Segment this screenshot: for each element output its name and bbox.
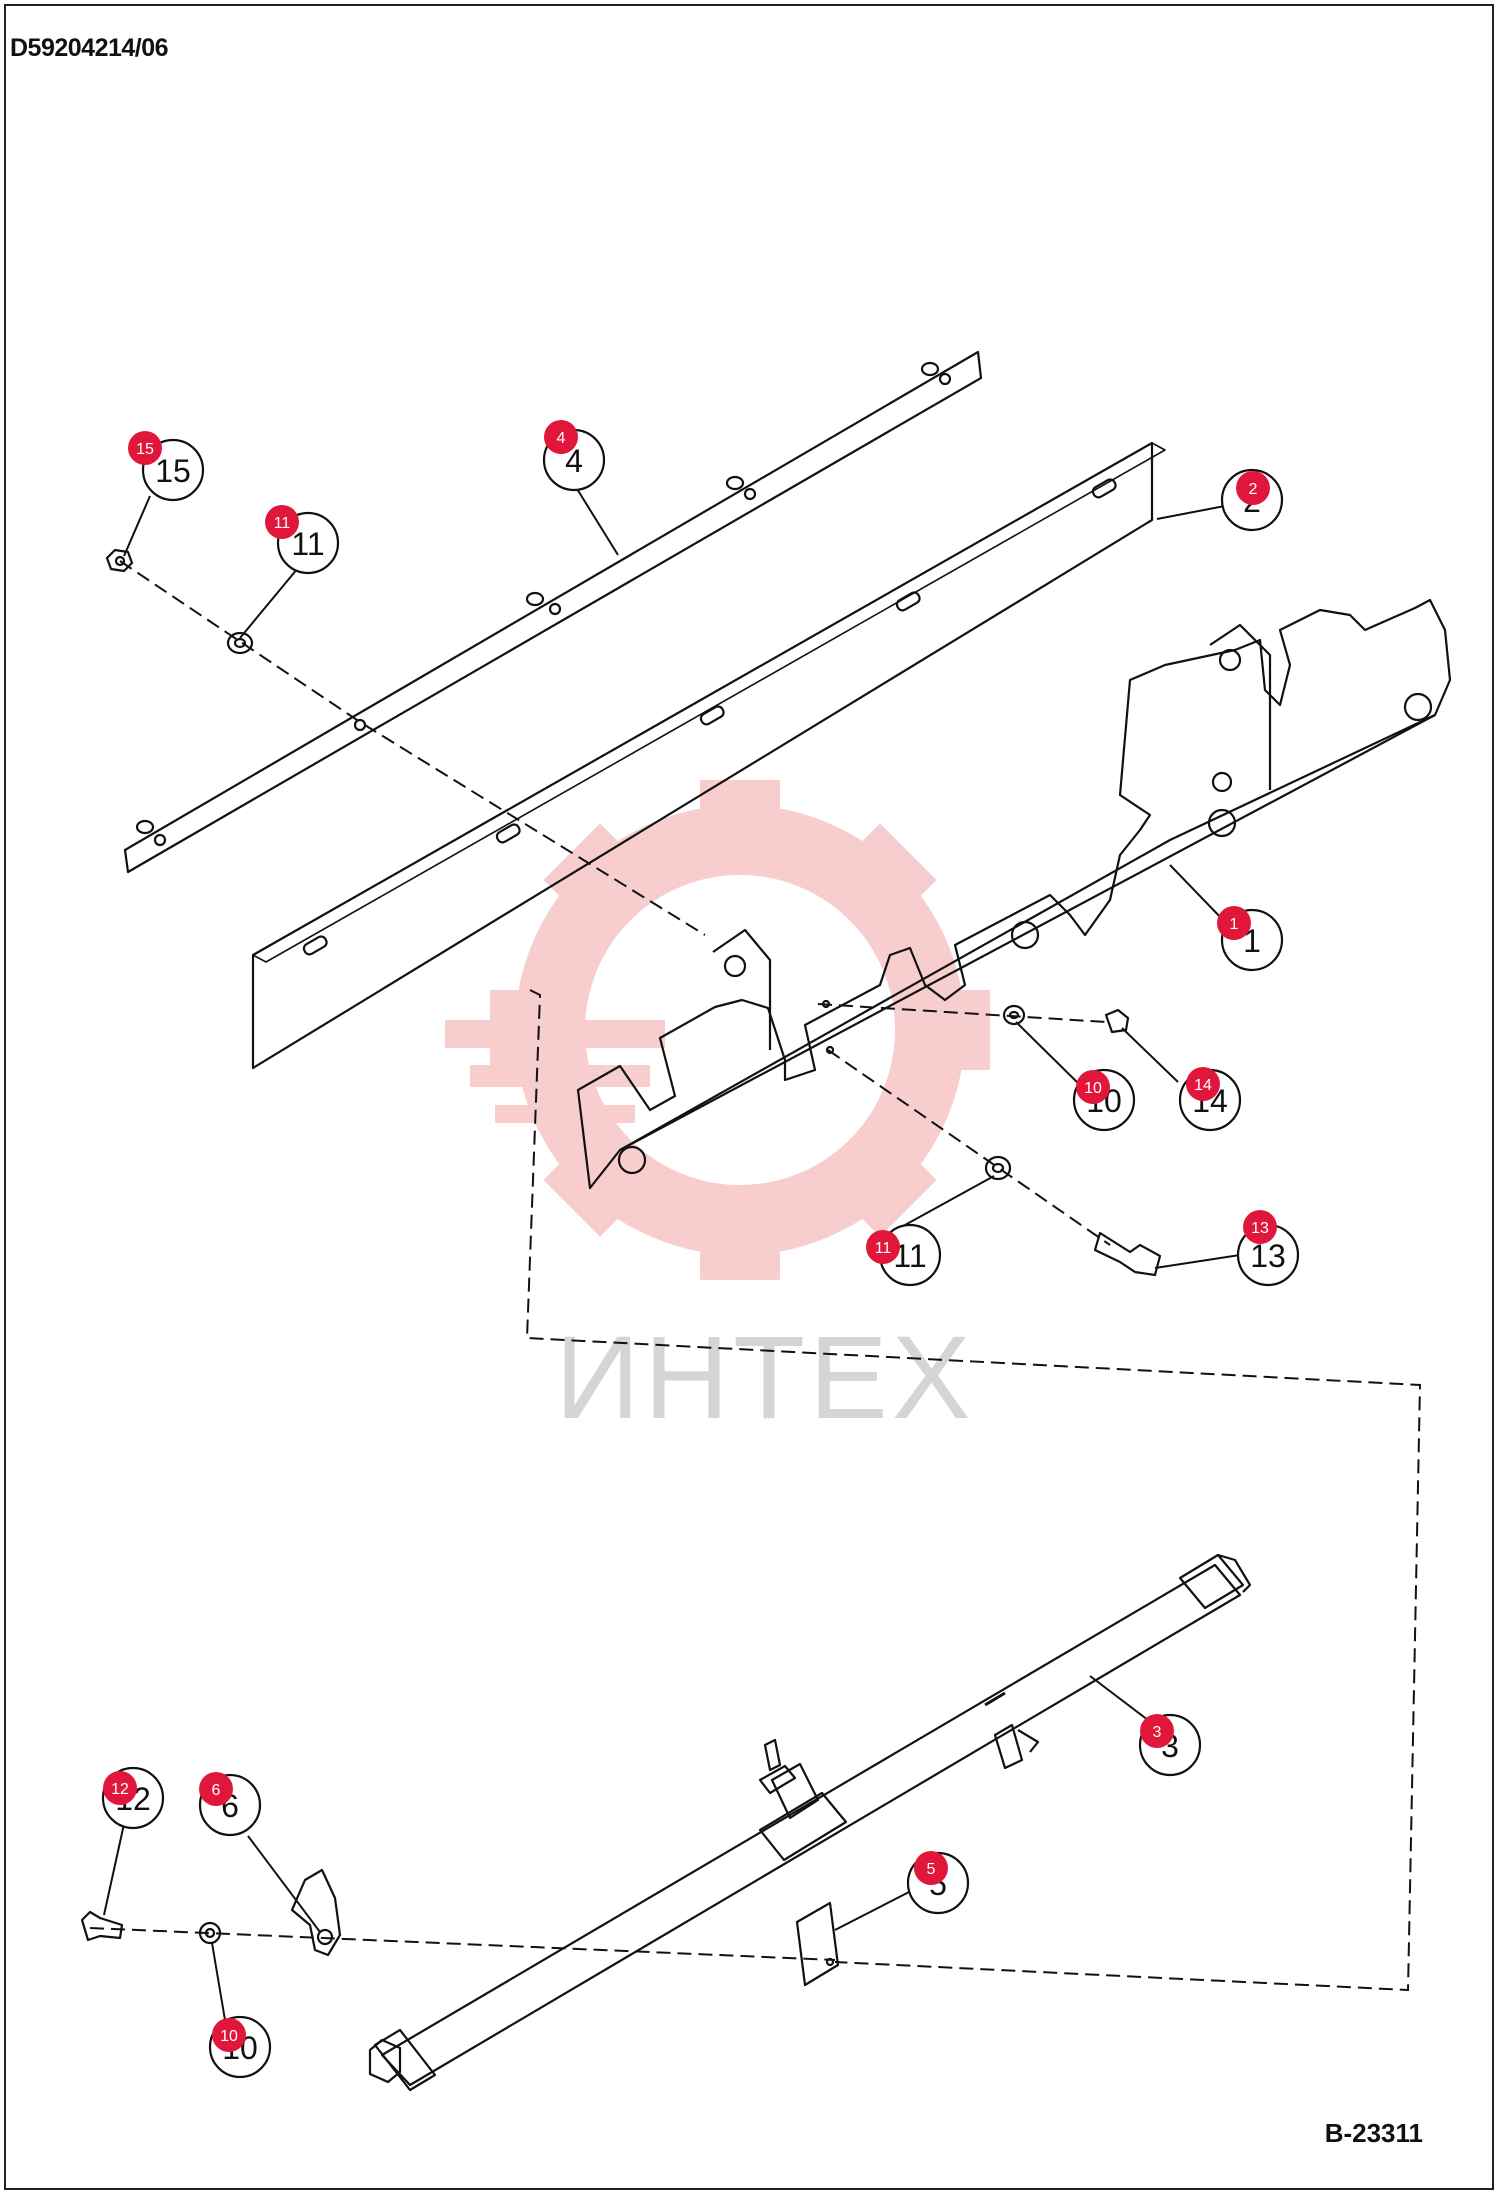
callout-number: 15 — [155, 453, 191, 489]
callout-badge: 11 — [866, 1230, 900, 1264]
callout-number: 4 — [565, 443, 583, 479]
watermark-text: ИНТЕХ — [555, 1312, 975, 1444]
drawing-code: D59204214/06 — [10, 34, 169, 62]
fastener-15-nut — [105, 548, 134, 573]
callout-badge: 15 — [128, 431, 162, 465]
callout-badge: 3 — [1140, 1714, 1174, 1748]
watermark-gear-icon — [445, 780, 990, 1280]
badge-number: 11 — [274, 515, 291, 532]
callout-c4: 44 — [542, 420, 606, 492]
callout-badge: 10 — [1076, 1070, 1110, 1104]
callout-c2: 22 — [1220, 468, 1284, 532]
fastener-14-nut — [1104, 1008, 1130, 1034]
badge-dot — [199, 1772, 233, 1806]
badge-number: 11 — [875, 1240, 892, 1257]
callout-c5: 55 — [906, 1851, 970, 1915]
part-6-clamp — [290, 1868, 342, 1957]
callout-badge: 2 — [1236, 471, 1270, 505]
callout-badge: 12 — [103, 1771, 137, 1805]
drawing-frame — [4, 4, 1494, 2190]
callout-badge: 10 — [212, 2018, 246, 2052]
badge-dot — [866, 1230, 900, 1264]
badge-dot — [1217, 906, 1251, 940]
part-3-tube — [368, 1553, 1252, 2092]
sheet-reference: B-23311 — [1324, 2118, 1423, 2148]
callout-group: 1515111144221110101414111113133312126655… — [101, 420, 1300, 2079]
badge-dot — [265, 505, 299, 539]
part-1-bracket — [576, 598, 1452, 1190]
badge-dot — [1076, 1070, 1110, 1104]
badge-number: 10 — [220, 2028, 238, 2045]
badge-dot — [1140, 1714, 1174, 1748]
badge-dot — [1243, 1210, 1277, 1244]
badge-number: 12 — [111, 1781, 129, 1798]
leader-lines — [103, 483, 1241, 2021]
badge-number: 10 — [1084, 1080, 1102, 1097]
badge-number: 14 — [1194, 1077, 1212, 1094]
callout-number: 13 — [1250, 1238, 1286, 1274]
badge-number: 1 — [1230, 916, 1239, 933]
fastener-11-washer-upper — [226, 631, 254, 655]
badge-number: 13 — [1251, 1220, 1269, 1237]
callout-badge: 5 — [914, 1851, 948, 1885]
callout-c3: 33 — [1138, 1713, 1202, 1777]
callout-number: 11 — [291, 526, 324, 562]
badge-number: 4 — [557, 430, 566, 447]
badge-dot — [1186, 1067, 1220, 1101]
callout-c1: 11 — [1217, 906, 1284, 972]
badge-number: 3 — [1153, 1724, 1162, 1741]
part-4-strip — [123, 350, 983, 874]
callout-badge: 1 — [1217, 906, 1251, 940]
callout-badge: 13 — [1243, 1210, 1277, 1244]
part-5-clip — [795, 1901, 840, 1987]
part-2-plate — [251, 441, 1166, 1070]
badge-dot — [914, 1851, 948, 1885]
fastener-13-bolt — [1093, 1231, 1162, 1277]
callout-badge: 4 — [544, 420, 578, 454]
callout-badge: 6 — [199, 1772, 233, 1806]
badge-number: 2 — [1249, 481, 1258, 498]
fastener-12-bolt — [80, 1910, 124, 1942]
callout-badge: 14 — [1186, 1067, 1220, 1101]
badge-number: 15 — [136, 441, 154, 458]
fastener-11-washer-lower — [984, 1155, 1012, 1181]
assembly-lines — [89, 560, 1422, 1992]
badge-dot — [1236, 471, 1270, 505]
badge-dot — [544, 420, 578, 454]
badge-dot — [212, 2018, 246, 2052]
badge-number: 5 — [927, 1861, 936, 1878]
badge-dot — [103, 1771, 137, 1805]
badge-number: 6 — [212, 1782, 221, 1799]
callout-c6: 66 — [198, 1772, 262, 1837]
callout-badge: 11 — [265, 505, 299, 539]
badge-dot — [128, 431, 162, 465]
